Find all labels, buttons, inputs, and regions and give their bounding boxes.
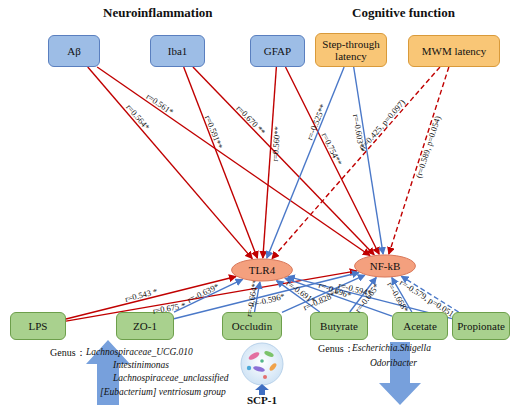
genus-name: Escherichia.Shigella (352, 343, 431, 353)
correlation-label: (r=0.425, p=0.097) (357, 97, 407, 152)
ellipse-shape (355, 255, 416, 277)
node-text: Propionate (457, 320, 505, 332)
gut-factor-box: Acetate (392, 312, 448, 340)
small-arrow (255, 384, 269, 395)
genus-prefix: Genus： (318, 342, 354, 356)
genus-name: Lachnospiraceae_UCG.010 (86, 347, 193, 357)
node-text: TLR4 (249, 264, 275, 276)
gut-factor-box: Propionate (452, 312, 510, 340)
positive-correlation-arrow (193, 67, 374, 255)
negative-correlation-arrow (267, 67, 344, 258)
node-text: Butyrate (320, 320, 358, 332)
genus-name: Odoribacter (370, 358, 417, 368)
genus-name: Lachnospiraceae_unclassified (113, 373, 229, 383)
gut-factor-box: LPS (10, 312, 66, 340)
genus-prefix: Genus： (50, 346, 86, 360)
marker-box: Iba1 (150, 35, 205, 67)
genus-name: Intestinimonas (113, 360, 169, 370)
correlation-label: r=0.754** (320, 131, 345, 167)
pathway-ellipse: TLR4 (231, 258, 293, 282)
correlation-label: r=0.564* (124, 102, 152, 132)
bacterium (248, 351, 261, 361)
node-text: MWM latency (422, 45, 486, 57)
bacterium (247, 366, 251, 370)
treatment-label: SCP-1 (247, 394, 277, 406)
node-text: Occludin (232, 320, 272, 332)
positive-correlation-arrow (97, 67, 370, 256)
node-text: Iba1 (168, 45, 188, 57)
node-text: ZO-1 (133, 320, 157, 332)
section-heading: Cognitive function (352, 5, 455, 21)
node-text: LPS (29, 320, 48, 332)
node-text: Step-through latency (316, 38, 386, 62)
gut-factor-box: Butyrate (310, 312, 368, 340)
bacteria-icon (241, 343, 283, 385)
node-text: GFAP (264, 45, 291, 57)
pathway-ellipse: NF-kB (354, 254, 416, 278)
behavior-box: MWM latency (408, 35, 500, 67)
node-text: Aβ (67, 45, 81, 57)
marker-box: GFAP (250, 35, 305, 67)
node-text: NF-kB (370, 260, 401, 272)
bacterium (253, 365, 266, 373)
correlation-label: r=0.560** (270, 126, 282, 162)
positive-correlation-arrow (263, 67, 277, 258)
correlation-label: r=0.591** (203, 114, 225, 150)
positive-correlation-arrow (88, 67, 252, 259)
correlation-label: (r=0.589, p=0.054) (414, 115, 443, 180)
node-text: Acetate (403, 320, 437, 332)
bacterium (268, 362, 277, 372)
bacterium (263, 375, 267, 379)
correlation-label: r=0.561* (144, 91, 175, 117)
bacterium (260, 359, 264, 363)
positive-correlation-arrow (389, 67, 449, 254)
marker-box: Aβ (48, 35, 100, 67)
correlation-label: r=0.670 ** (234, 103, 267, 137)
section-heading: Neuroinflammation (103, 5, 213, 21)
negative-correlation-arrow (285, 278, 392, 316)
positive-correlation-arrow (272, 67, 440, 259)
bacterium (264, 350, 275, 358)
behavior-box: Step-through latency (315, 33, 387, 67)
genus-name: [Eubacterium] ventriosum group (100, 387, 226, 397)
correlation-label: r=0.543 * (124, 286, 159, 304)
gut-factor-box: ZO-1 (116, 312, 174, 340)
ellipse-shape (232, 259, 293, 281)
